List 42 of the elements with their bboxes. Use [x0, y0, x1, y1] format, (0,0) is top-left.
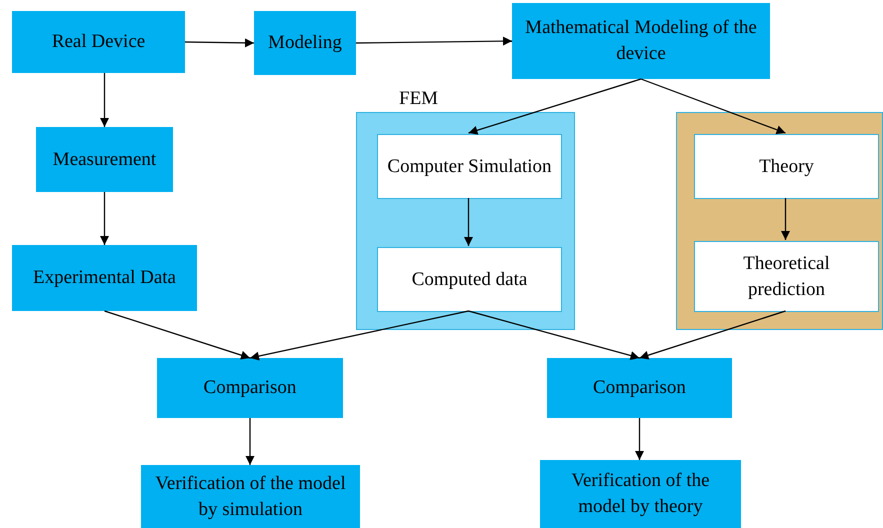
arrow — [468, 310, 640, 360]
node-label: Computed data — [412, 268, 528, 292]
arrow — [104, 310, 250, 360]
arrow — [356, 36, 512, 46]
process-box — [141, 465, 360, 528]
process-box — [36, 127, 173, 192]
process-box — [157, 358, 343, 418]
arrow — [781, 198, 790, 240]
process-box — [254, 11, 356, 75]
arrow — [464, 198, 473, 246]
process-box — [694, 241, 879, 312]
arrow — [639, 310, 786, 360]
process-box — [12, 11, 185, 73]
node-label: Comparison — [204, 376, 296, 400]
node-label: Verification of the model by theory — [570, 469, 711, 519]
node-label: Theoretical prediction — [742, 252, 831, 302]
arrow — [100, 192, 109, 245]
process-box — [512, 3, 770, 79]
arrow — [635, 418, 644, 460]
process-box — [377, 247, 562, 312]
group-panel — [676, 112, 883, 330]
process-box — [547, 358, 732, 418]
node-label: Experimental Data — [33, 266, 176, 290]
arrow — [246, 418, 254, 465]
arrow — [185, 38, 254, 48]
process-box — [540, 460, 741, 528]
node-label: Comparison — [593, 376, 686, 400]
arrow — [640, 78, 786, 134]
node-label: Real Device — [52, 30, 146, 54]
process-box — [377, 134, 562, 199]
process-box — [694, 134, 879, 199]
node-label: Modeling — [268, 31, 342, 56]
node-label: Computer Simulation — [387, 154, 552, 179]
arrow — [100, 73, 109, 127]
arrow — [468, 78, 642, 135]
node-label: Mathematical Modeling of the device — [524, 16, 758, 66]
process-box — [12, 245, 197, 311]
arrow — [250, 310, 469, 360]
panel-heading: FEM — [399, 87, 438, 111]
node-label: Verification of the model by simulation — [154, 472, 347, 522]
node-label: Measurement — [52, 148, 156, 172]
node-label: Theory — [759, 154, 814, 179]
